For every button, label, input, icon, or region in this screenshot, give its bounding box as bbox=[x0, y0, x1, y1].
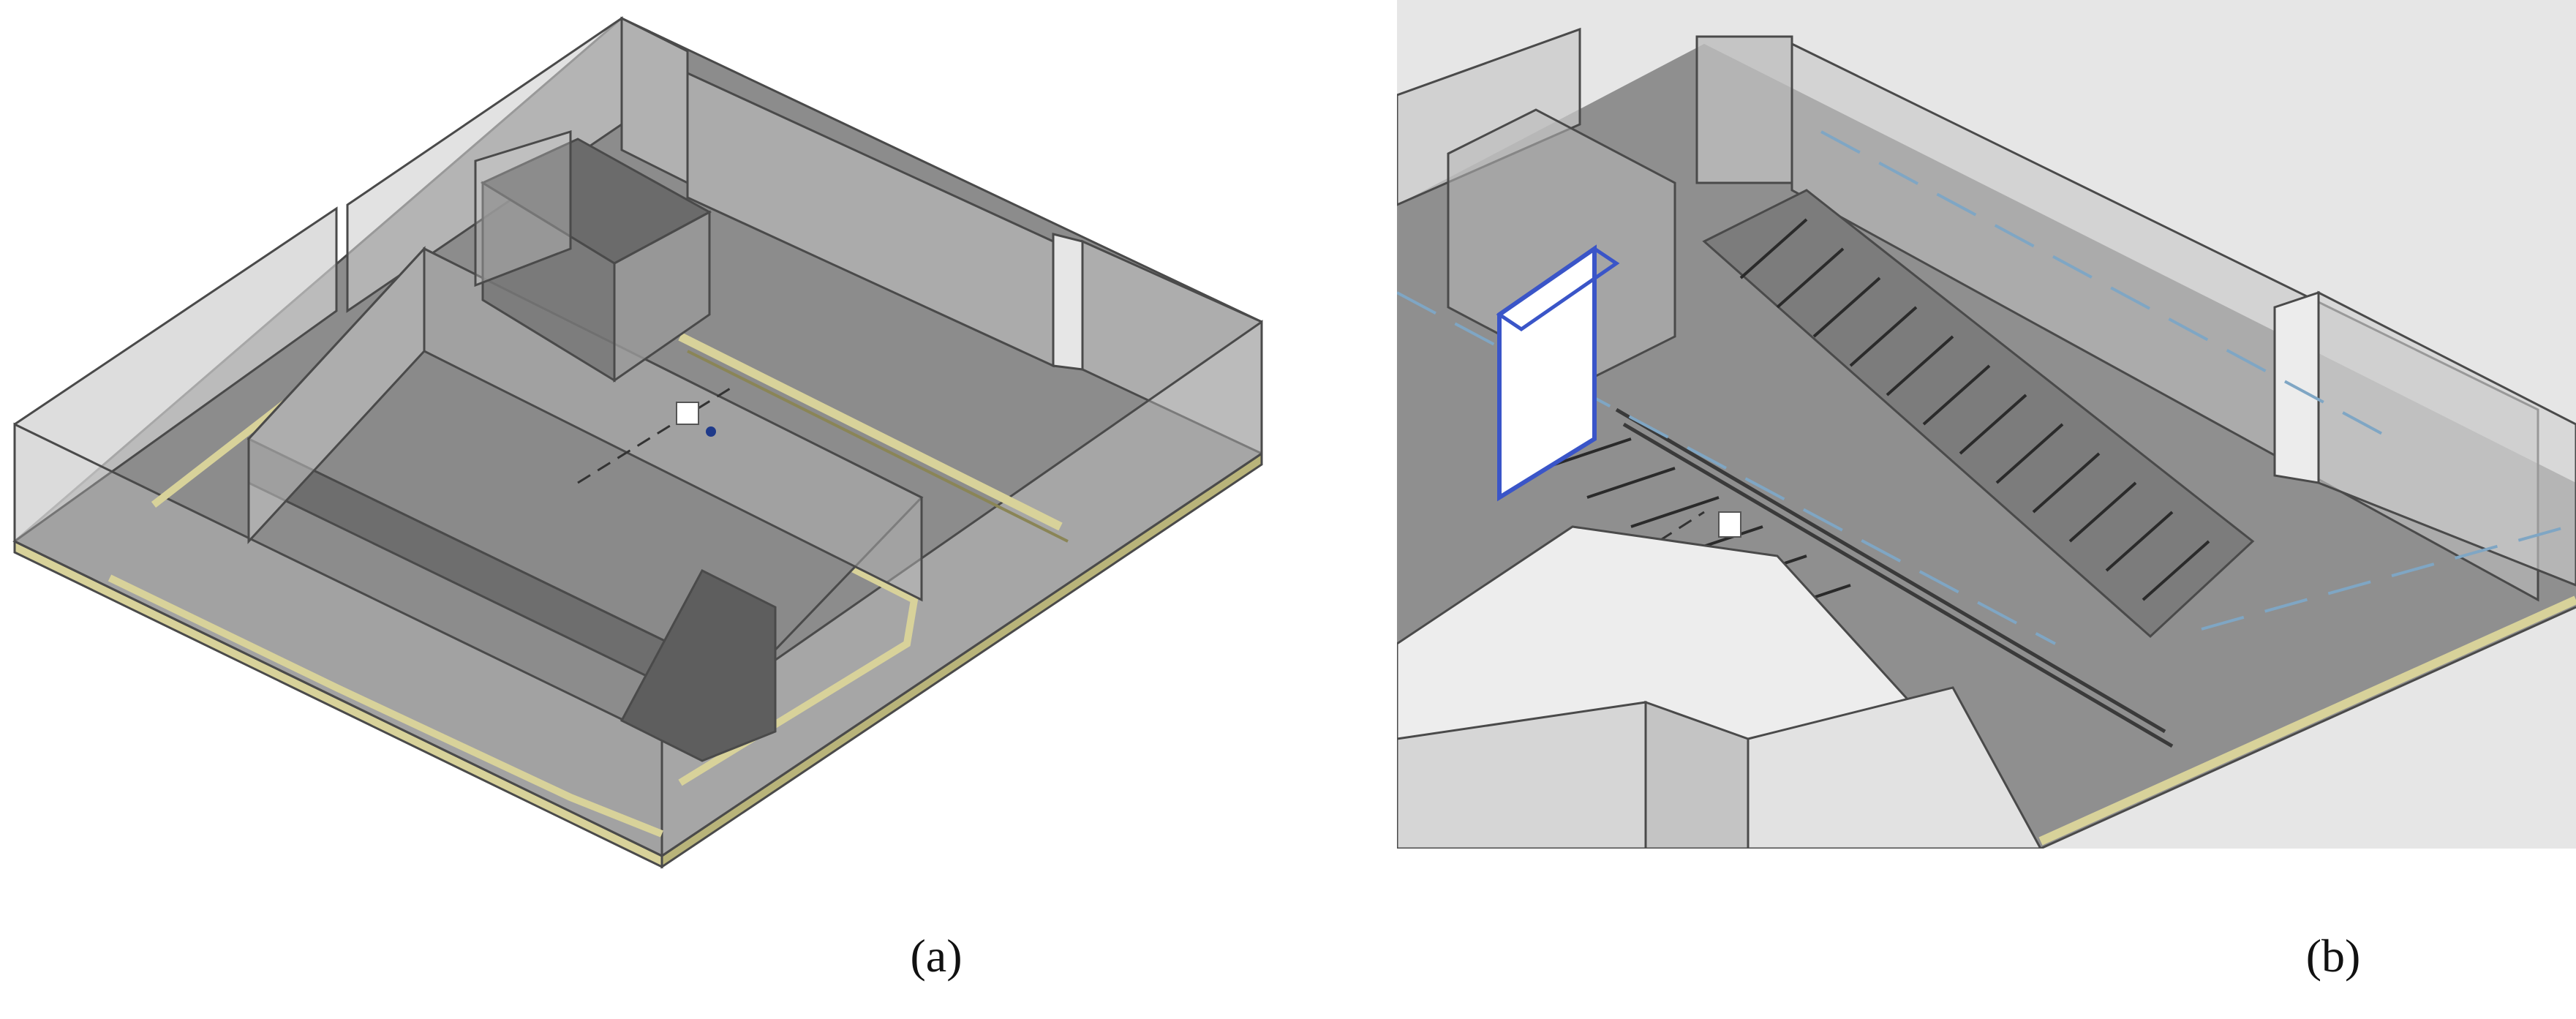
ramp-rail-1 bbox=[1615, 407, 2166, 734]
lower-box-3 bbox=[1747, 686, 2042, 849]
lower-box-1 bbox=[1397, 701, 1647, 849]
outer-curb bbox=[108, 574, 663, 838]
caption-b: (b) bbox=[2305, 930, 2361, 982]
axis-line bbox=[577, 386, 732, 484]
front-slab-edge-line bbox=[2040, 606, 2576, 849]
back-wall-left bbox=[1397, 27, 1581, 206]
panel-b-parking-detail bbox=[1397, 0, 2576, 863]
ramp-rail-2 bbox=[1622, 422, 2174, 748]
back-right-pier bbox=[1052, 233, 1084, 371]
ramp-curb bbox=[678, 332, 1063, 531]
front-slab-edge bbox=[2038, 595, 2576, 846]
ramp-surface bbox=[1702, 189, 2255, 639]
panel-a-parking-model bbox=[0, 0, 1287, 907]
lane-markings bbox=[1397, 130, 2568, 645]
front-left-glass-wall bbox=[13, 422, 663, 858]
right-block bbox=[2317, 290, 2576, 587]
rear-box-side bbox=[613, 210, 711, 383]
panel-a-drawing bbox=[12, 16, 1263, 869]
ramp-stripes bbox=[1739, 218, 2210, 601]
caption-a: (a) bbox=[910, 930, 963, 982]
rear-glass-frame bbox=[474, 129, 572, 287]
lower-box-2 bbox=[1644, 700, 1750, 849]
ramp-curb-2 bbox=[687, 350, 1069, 543]
location-marker-label-b bbox=[1718, 511, 1741, 538]
highlighted-box-top bbox=[1496, 246, 1620, 332]
back-wall-mid bbox=[1695, 35, 1793, 184]
panel-b-drawing bbox=[1397, 0, 2576, 849]
core-stair-block bbox=[619, 569, 777, 762]
location-marker-label bbox=[676, 402, 699, 425]
location-marker-dot bbox=[706, 426, 716, 437]
